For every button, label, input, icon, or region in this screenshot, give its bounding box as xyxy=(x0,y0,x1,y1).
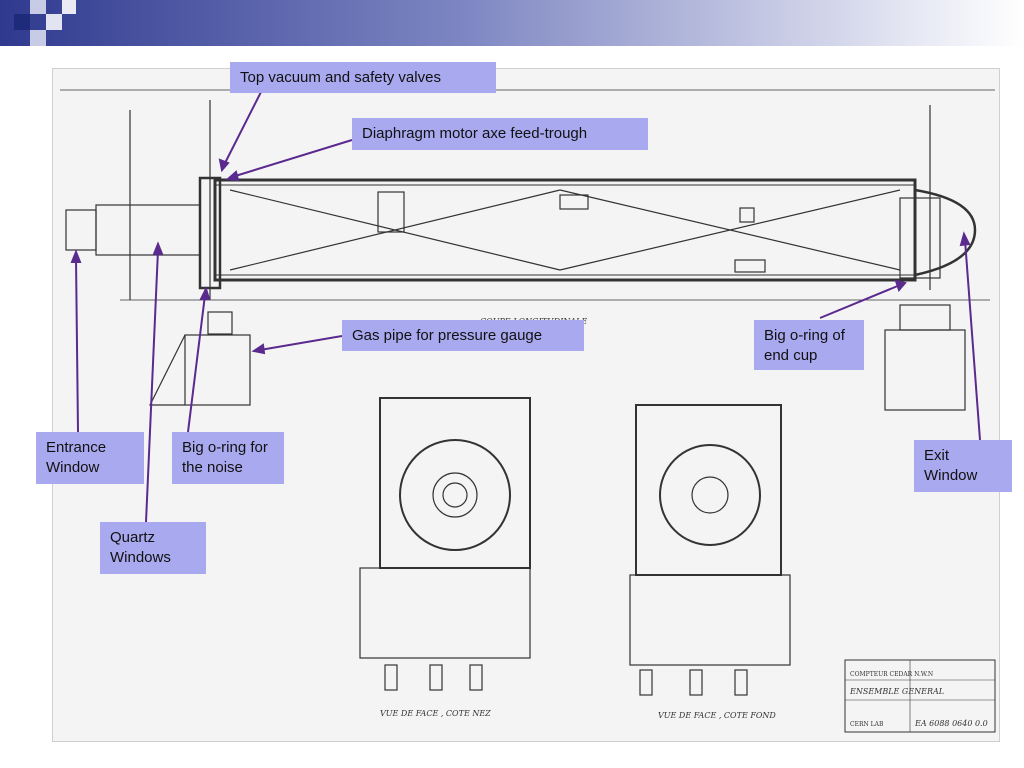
title-block-lab: CERN LAB xyxy=(850,721,884,728)
arrow-entrance-window xyxy=(75,257,79,433)
arrow-quartz-windows xyxy=(145,249,159,523)
decor-square xyxy=(30,0,46,14)
main-tube xyxy=(213,178,917,282)
title-block-company: COMPTEUR CEDAR N.W.N xyxy=(850,671,933,678)
arrow-exit-window xyxy=(964,239,981,441)
callout-big-oring-end: Big o-ring of end cup xyxy=(754,320,864,370)
arrowhead xyxy=(251,343,266,355)
decor-square xyxy=(62,0,76,14)
front-view-left-label: VUE DE FACE , COTE NEZ xyxy=(380,709,491,718)
arrow-gas-pipe xyxy=(259,335,343,351)
arrowhead xyxy=(894,279,907,292)
callout-quartz-windows: Quartz Windows xyxy=(100,522,206,574)
callout-exit-window: Exit Window xyxy=(914,440,1012,492)
arrowhead xyxy=(199,286,211,300)
arrow-diaphragm xyxy=(231,139,353,178)
arrowhead xyxy=(218,158,230,173)
arrowhead xyxy=(70,249,82,263)
decor-square xyxy=(14,14,30,30)
arrowhead xyxy=(959,231,971,247)
decor-square xyxy=(46,14,62,30)
callout-entrance-window: Entrance Window xyxy=(36,432,144,484)
title-bar-gradient xyxy=(0,0,1024,46)
drawing-number: EA 6088 0640 0.0 xyxy=(914,719,988,728)
title-block-name: ENSEMBLE GENERAL xyxy=(849,687,944,696)
arrowhead xyxy=(225,170,240,182)
front-view-right-label: VUE DE FACE , COTE FOND xyxy=(658,711,776,720)
callout-top-valves: Top vacuum and safety valves xyxy=(230,62,496,93)
arrowhead xyxy=(152,241,164,255)
arrow-big-oring-noise xyxy=(187,294,206,433)
arrow-big-oring-end xyxy=(819,284,901,319)
callout-big-oring-noise: Big o-ring for the noise xyxy=(172,432,284,484)
arrow-top-valves xyxy=(223,89,263,166)
callout-diaphragm: Diaphragm motor axe feed-trough xyxy=(352,118,648,150)
callout-gas-pipe: Gas pipe for pressure gauge xyxy=(342,320,584,351)
decor-square xyxy=(30,30,46,46)
